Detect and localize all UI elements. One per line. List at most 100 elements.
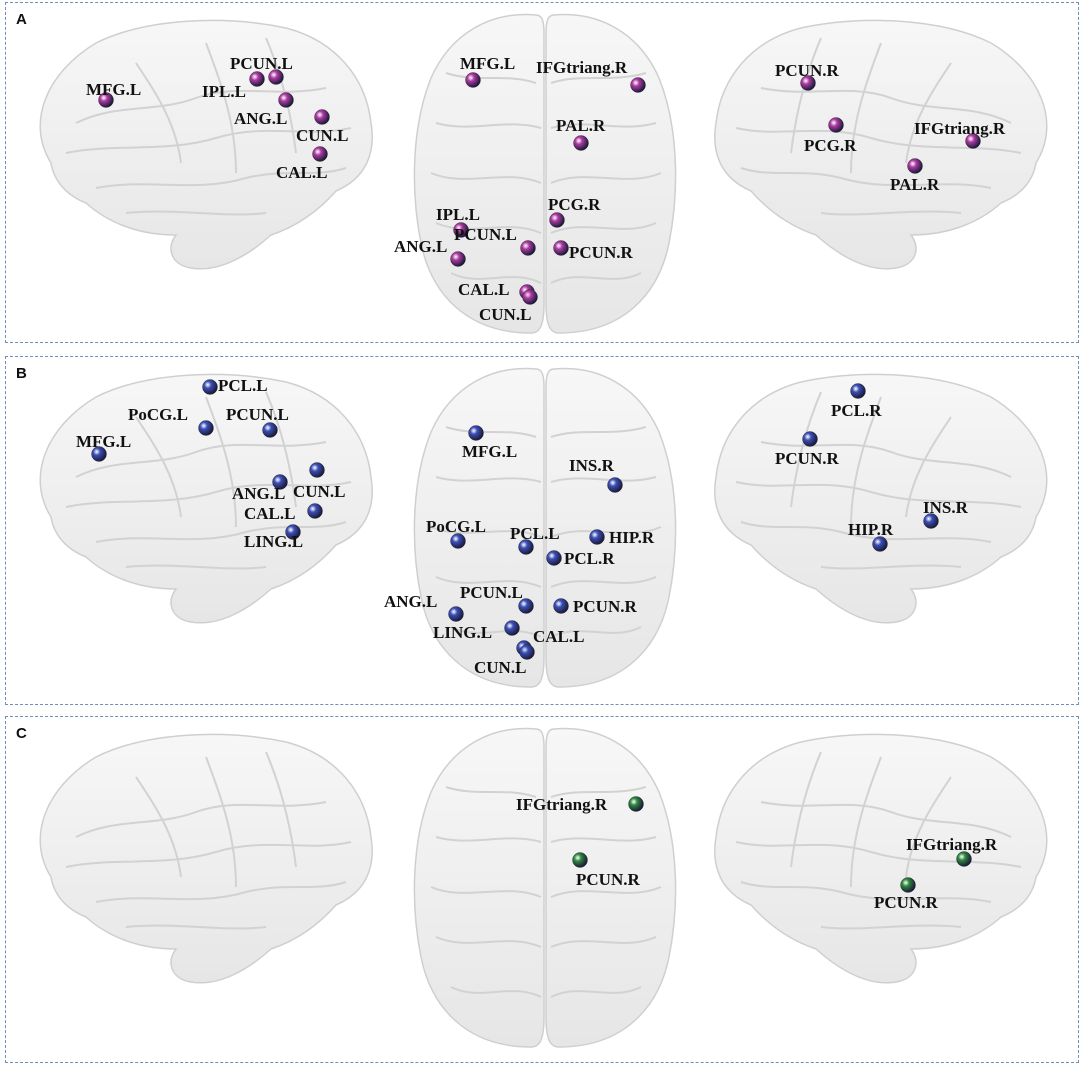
region-label: PAL.R [890, 175, 940, 194]
region-node [91, 446, 107, 462]
region-node [465, 72, 481, 88]
sulcus-line [550, 426, 647, 438]
sulcus-line [445, 786, 537, 798]
region-label: MFG.L [460, 54, 515, 73]
region-node [198, 420, 214, 436]
sulcus-line [435, 222, 542, 234]
sulcus-line [820, 564, 962, 570]
sulcus-line [550, 172, 662, 184]
region-node [572, 852, 588, 868]
region-node [453, 222, 469, 238]
brain-outline [714, 373, 1048, 624]
region-label: PCUN.L [460, 583, 523, 602]
sulcus-line [735, 481, 1022, 508]
sulcus-line [435, 476, 542, 483]
left-hemisphere-outline [413, 367, 545, 688]
region-node [800, 75, 816, 91]
sulcus-line [430, 886, 542, 898]
sulcus-line [205, 42, 237, 174]
region-label: IFGtriang.R [516, 795, 608, 814]
sulcus-line [905, 62, 952, 164]
region-node [272, 474, 288, 490]
region-node [450, 251, 466, 267]
left-lateral-brain [39, 373, 373, 624]
dorsal-brain [413, 727, 677, 1048]
region-label: PCUN.R [874, 893, 938, 912]
sulcus-line [205, 396, 237, 528]
sulcus-line [820, 210, 962, 216]
sulcus-line [445, 72, 537, 84]
region-node [307, 503, 323, 519]
sulcus-line [850, 756, 882, 888]
right-hemisphere-outline [545, 367, 677, 688]
region-label: ANG.L [234, 109, 287, 128]
region-node [549, 212, 565, 228]
region-node [314, 109, 330, 125]
region-label: INS.R [923, 498, 969, 517]
region-node [202, 379, 218, 395]
region-node [630, 77, 646, 93]
sulcus-line [135, 416, 182, 518]
left-lateral-brain [39, 19, 373, 270]
sulcus-line [65, 841, 352, 868]
region-node [553, 598, 569, 614]
right-hemisphere-outline [545, 727, 677, 1048]
region-node [262, 422, 278, 438]
region-node [956, 851, 972, 867]
left-hemisphere-outline [413, 13, 545, 334]
brain-outline [714, 19, 1048, 270]
region-node [285, 524, 301, 540]
region-node [900, 877, 916, 893]
region-node [553, 240, 569, 256]
region-node [589, 529, 605, 545]
sulcus-line [790, 751, 822, 868]
region-node [468, 425, 484, 441]
region-node [504, 620, 520, 636]
region-label: MFG.L [76, 432, 131, 451]
region-node [98, 92, 114, 108]
region-label: INS.R [569, 456, 615, 475]
sulcus-line [760, 87, 1012, 124]
sulcus-line [95, 881, 347, 903]
left-hemisphere-outline [413, 727, 545, 1048]
sulcus-line [125, 924, 267, 930]
sulcus-line [445, 426, 537, 438]
right-lateral-brain [714, 19, 1048, 270]
sulcus-line [550, 72, 647, 84]
sulcus-line [550, 886, 662, 898]
sulcus-line [550, 272, 642, 284]
brain-outline [39, 19, 373, 270]
region-label: PCUN.R [775, 61, 839, 80]
region-node [312, 146, 328, 162]
region-label: PCL.L [510, 524, 560, 543]
sulcus-line [65, 127, 352, 154]
sulcus-line [790, 391, 822, 508]
sulcus-line [760, 441, 1012, 478]
sulcus-line [265, 751, 297, 868]
region-label: IPL.L [436, 205, 480, 224]
region-label: LING.L [433, 623, 492, 642]
sulcus-line [735, 127, 1022, 154]
sulcus-line [75, 801, 327, 838]
region-node [522, 289, 538, 305]
region-label: HIP.R [609, 528, 655, 547]
sulcus-line [135, 62, 182, 164]
sulcus-line [550, 836, 657, 843]
sulcus-line [265, 391, 297, 508]
region-label: LING.L [244, 532, 303, 551]
region-label: PoCG.L [128, 405, 188, 424]
region-label: PCUN.R [576, 870, 640, 889]
region-label: IPL.L [202, 82, 246, 101]
region-label: IFGtriang.R [914, 119, 1006, 138]
region-label: PAL.R [556, 116, 606, 135]
sulcus-line [430, 172, 542, 184]
sulcus-line [205, 756, 237, 888]
